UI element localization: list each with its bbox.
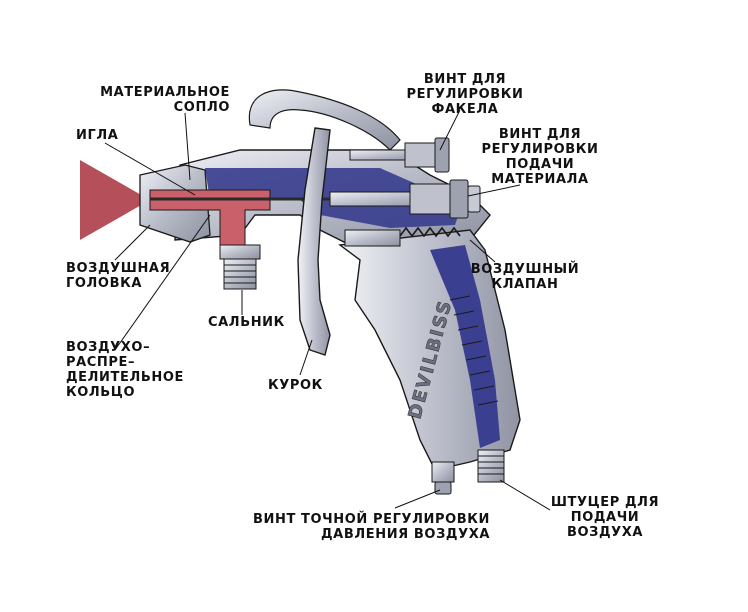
label-material-screw: ВИНТ ДЛЯ РЕГУЛИРОВКИ ПОДАЧИ МАТЕРИАЛА [481, 127, 599, 187]
leader-needle [104, 142, 196, 196]
leader-fan-screw [439, 109, 461, 151]
label-air-adjust-screw: ВИНТ ТОЧНОЙ РЕГУЛИРОВКИ ДАВЛЕНИЯ ВОЗДУХА [252, 512, 490, 542]
label-trigger: КУРОК [268, 378, 323, 393]
label-baffle-ring: ВОЗДУХО– РАСПРЕ– ДЕЛИТЕЛЬНОЕ КОЛЬЦО [66, 340, 185, 400]
label-air-inlet: ШТУЦЕР ДЛЯ ПОДАЧИ ВОЗДУХА [550, 495, 660, 540]
air-passage-handle [430, 245, 500, 448]
label-fan-screw: ВИНТ ДЛЯ РЕГУЛИРОВКИ ФАКЕЛА [406, 72, 524, 117]
label-needle: ИГЛА [76, 128, 119, 143]
leader-air-adjust [394, 489, 441, 509]
air-inlet-part [477, 449, 505, 483]
label-air-cap: ВОЗДУШНАЯ ГОЛОВКА [66, 261, 171, 291]
leader-material-nozzle [184, 112, 191, 181]
fan-adjust-screw-part [349, 137, 450, 173]
handle-grip-ridges [449, 295, 499, 406]
leader-material-screw [467, 184, 521, 197]
air-valve-body [344, 229, 401, 247]
leader-trigger [299, 339, 313, 376]
gun-hook [248, 89, 401, 151]
leader-lines [104, 109, 551, 511]
leader-baffle-ring [114, 214, 211, 351]
label-material-nozzle: МАТЕРИАЛЬНОЕ СОПЛО [100, 85, 230, 115]
spray-fan [80, 160, 150, 240]
leader-air-inlet [499, 479, 551, 511]
leader-air-valve [469, 239, 496, 263]
fluid-adjust-screw-part [329, 179, 481, 219]
leader-air-cap [114, 224, 151, 261]
label-air-valve: ВОЗДУШНЫЙ КЛАПАН [470, 262, 580, 292]
label-packing: САЛЬНИК [208, 315, 285, 330]
air-adjust-screw-part [431, 461, 455, 495]
fluid-inlet-fitting [219, 244, 261, 290]
air-valve-spring [399, 226, 461, 238]
trigger-part [297, 127, 331, 356]
